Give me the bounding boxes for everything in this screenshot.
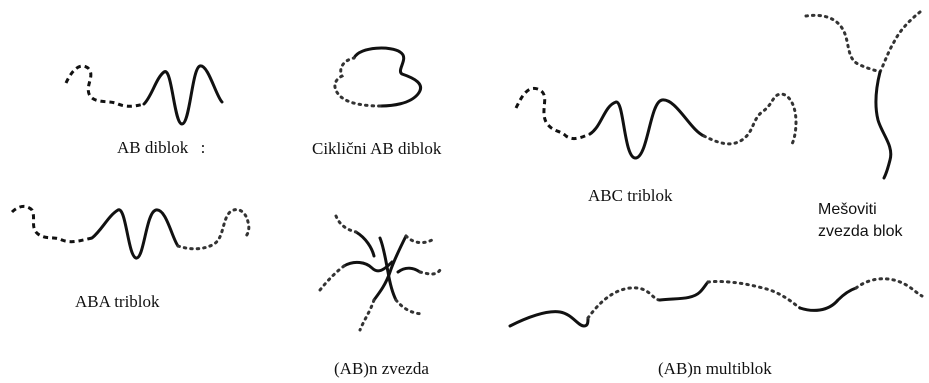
abn-zvezda-core-5 (354, 230, 376, 258)
ab-diblok-figure (64, 64, 224, 126)
abn-multiblok-figure (508, 277, 924, 328)
abc-triblok-block-c (702, 92, 798, 146)
ciklicni-block-b (333, 56, 382, 108)
abn-multiblok-block-1 (508, 310, 590, 328)
abn-zvezda-arm-5 (358, 298, 376, 332)
mesoviti-zvezda-blok-figure (804, 10, 922, 180)
label-ab-diblok: AB diblok : (117, 139, 205, 156)
abn-multiblok-block-4 (706, 280, 802, 310)
abn-multiblok-block-3 (658, 280, 710, 302)
abn-zvezda-figure (318, 214, 442, 332)
label-aba-triblok: ABA triblok (75, 292, 160, 311)
aba-triblok-block-a2 (176, 208, 251, 251)
label-mesoviti-line-2: zvezda blok (818, 223, 903, 240)
abn-zvezda-arm-1 (334, 214, 358, 234)
abc-triblok-figure (514, 87, 798, 160)
aba-triblok-figure (10, 204, 251, 260)
mesoviti-arm-1 (804, 13, 882, 74)
label-abc-triblok: ABC triblok (588, 186, 673, 205)
mesoviti-arm-3 (874, 70, 893, 180)
mesoviti-arm-2 (878, 10, 922, 74)
abn-zvezda-core-2 (378, 236, 398, 302)
label-ciklicni-ab-diblok: Ciklični AB diblok (312, 139, 442, 158)
label-ab-diblok-mark: : (200, 138, 206, 157)
label-ab-diblok-text: AB diblok (117, 138, 189, 157)
abn-zvezda-arm-3 (418, 268, 442, 276)
ab-diblok-block-a (64, 64, 145, 108)
aba-triblok-block-b (90, 208, 180, 260)
abn-multiblok-block-6 (854, 277, 924, 298)
label-mesoviti-zvezda-blok: Mešoviti zvezda blok (818, 199, 928, 243)
abc-triblok-block-a (514, 87, 591, 141)
label-abn-multiblok: (AB)n multiblok (658, 359, 772, 378)
label-abn-zvezda: (AB)n zvezda (334, 359, 429, 378)
abn-zvezda-arm-4 (394, 298, 426, 316)
abn-zvezda-arm-6 (318, 264, 346, 292)
aba-triblok-block-a1 (10, 204, 93, 244)
abn-multiblok-block-5 (798, 286, 858, 312)
abc-triblok-block-b (588, 98, 706, 160)
abn-zvezda-core-1 (342, 260, 394, 273)
label-mesoviti-line-1: Mešoviti (818, 201, 877, 218)
abn-multiblok-block-2 (586, 286, 662, 320)
abn-zvezda-arm-2 (404, 234, 434, 245)
ciklicni-block-a (352, 46, 423, 108)
abn-zvezda-core-4 (396, 266, 422, 274)
ab-diblok-block-b (142, 64, 224, 126)
ciklicni-ab-diblok-figure (333, 46, 423, 108)
abn-zvezda-core-3 (372, 234, 408, 302)
